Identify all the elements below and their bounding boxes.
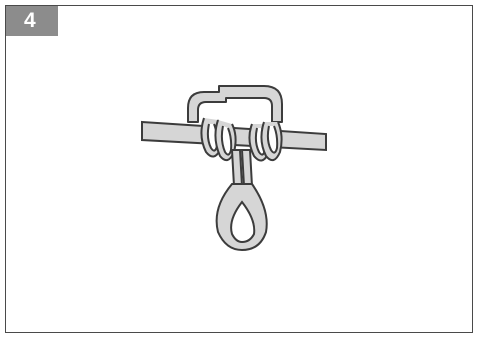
eye-loop — [215, 183, 268, 252]
instruction-frame: 4 — [5, 5, 473, 333]
hanging-strands — [230, 149, 254, 187]
rope-wraps — [200, 117, 283, 162]
hook-top-bracket — [187, 85, 283, 123]
step-number-badge: 4 — [6, 6, 58, 36]
knot-illustration — [141, 85, 327, 252]
